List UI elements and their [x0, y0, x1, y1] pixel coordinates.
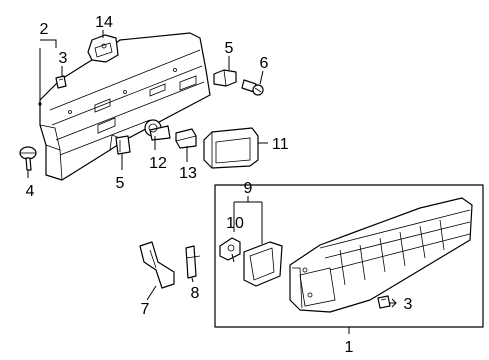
outer-side-panel-part-1 [289, 197, 473, 313]
clip-part-3-lower [377, 295, 391, 309]
callout-8: 8 [191, 285, 200, 302]
callout-13: 13 [179, 165, 197, 182]
connector-part-13 [175, 128, 197, 149]
callout-4: 4 [26, 183, 35, 200]
callout-3-lower: 3 [404, 296, 413, 313]
callout-1: 1 [345, 339, 354, 356]
callout-3-upper: 3 [59, 50, 68, 67]
lamp-housing-part-11 [203, 127, 259, 169]
callout-11: 11 [272, 136, 289, 153]
clip-part-3-upper [55, 75, 67, 89]
callout-12: 12 [149, 155, 167, 172]
bolt-part-4 [19, 146, 37, 171]
callout-7: 7 [141, 301, 150, 318]
callout-labels: 2 3 14 4 5 5 6 12 13 11 9 10 7 8 3 1 [26, 14, 413, 356]
callout-5-upper: 5 [225, 40, 234, 57]
bracket-part-14 [87, 34, 119, 63]
clip-part-5-lower [115, 135, 131, 155]
callout-6: 6 [260, 55, 269, 72]
callout-2: 2 [40, 21, 49, 38]
callout-14: 14 [95, 14, 113, 31]
callout-9: 9 [244, 180, 253, 197]
clip-part-10 [219, 237, 241, 261]
clip-part-8 [185, 245, 201, 279]
callout-10: 10 [226, 215, 244, 232]
leader-lines [27, 30, 397, 334]
callout-5-lower: 5 [116, 175, 125, 192]
screw-part-6 [241, 79, 264, 96]
clip-part-5-upper [213, 69, 237, 87]
bracket-part-7 [139, 241, 175, 289]
socket-part-12 [144, 119, 171, 141]
gasket-part-9 [243, 241, 283, 287]
